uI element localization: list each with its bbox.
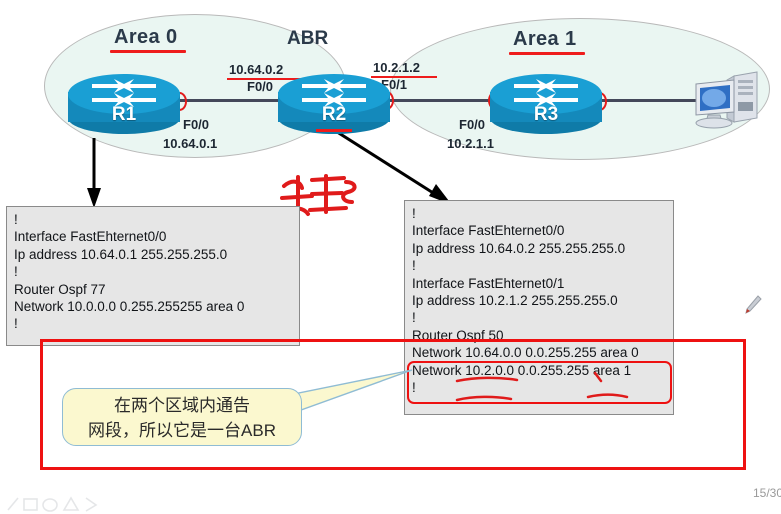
router-r1[interactable]: R1 bbox=[68, 74, 180, 134]
page-indicator: 15/30 bbox=[753, 486, 781, 500]
callout-pointer bbox=[290, 369, 413, 415]
router-r2-name-underline bbox=[316, 129, 352, 132]
config-line: Ip address 10.2.1.2 255.255.255.0 bbox=[412, 293, 618, 309]
config-line: ! bbox=[14, 316, 18, 332]
config-line: Network 10.0.0.0 0.255.255255 area 0 bbox=[14, 299, 245, 315]
label-r3-f00-name: F0/0 bbox=[459, 117, 486, 132]
triangle-tool-icon bbox=[62, 496, 80, 511]
config-line: ! bbox=[412, 258, 416, 274]
router-arrows-icon bbox=[92, 79, 156, 107]
label-r2-f01-ip-underline bbox=[371, 76, 437, 78]
workstation-icon bbox=[695, 71, 758, 129]
router-r2-name: R2 bbox=[321, 104, 347, 125]
area-0-title-underline bbox=[110, 50, 186, 53]
config-line: ! bbox=[14, 212, 18, 227]
link-r1-r2 bbox=[176, 99, 290, 102]
label-r3-f00-ip: 10.2.1.1 bbox=[447, 136, 494, 151]
callout-line-2: 网段，所以它是一台ABR bbox=[88, 421, 276, 440]
label-r1-f00-ip: 10.64.0.1 bbox=[163, 136, 218, 151]
router-arrows-icon bbox=[514, 79, 578, 107]
callout-line-1: 在两个区域内通告 bbox=[114, 396, 250, 415]
callout-bubble: 在两个区域内通告 网段，所以它是一台ABR bbox=[62, 388, 302, 446]
config-line: ! bbox=[412, 380, 416, 396]
link-r2-r3 bbox=[383, 99, 498, 102]
arrow-r2-to-config bbox=[333, 128, 452, 205]
router-r2-top bbox=[278, 74, 390, 114]
label-r2-f00-name: F0/0 bbox=[247, 79, 274, 94]
link-r3-pc bbox=[592, 99, 697, 102]
network-statements-highlight bbox=[407, 361, 672, 404]
drawing-tools-bar[interactable] bbox=[6, 496, 98, 514]
network-address-underlines bbox=[455, 371, 629, 402]
label-r2-f00-ip: 10.64.0.2 bbox=[229, 62, 284, 77]
label-r2-f00-ip-underline bbox=[227, 78, 303, 80]
config-line: ! bbox=[14, 264, 18, 280]
config-line: Interface FastEhternet0/1 bbox=[412, 275, 565, 291]
router-r3[interactable]: R3 bbox=[490, 74, 602, 134]
router-r1-top bbox=[68, 74, 180, 114]
router-r2[interactable]: R2 bbox=[278, 74, 390, 134]
router-r1-name: R1 bbox=[111, 104, 137, 125]
config-box-r1: ! Interface FastEhternet0/0 Ip address 1… bbox=[6, 206, 300, 346]
area-0-title: Area 0 bbox=[114, 26, 178, 48]
config-line: Ip address 10.64.0.2 255.255.255.0 bbox=[412, 240, 626, 256]
pen-tool-icon bbox=[7, 497, 19, 511]
area-1-title-underline bbox=[509, 52, 585, 55]
next-tool-icon bbox=[85, 497, 98, 512]
abr-explanation-highlight-box bbox=[40, 339, 746, 470]
rectangle-tool-icon bbox=[23, 498, 38, 511]
label-r1-f00-name: F0/0 bbox=[183, 117, 210, 132]
config-line: Network 10.64.0.0 0.0.255.255 area 0 bbox=[412, 345, 639, 361]
area-1-title: Area 1 bbox=[513, 28, 577, 50]
pen-cursor bbox=[745, 295, 762, 314]
config-line: Interface FastEhternet0/0 bbox=[14, 229, 167, 245]
config-line: Ip address 10.64.0.1 255.255.255.0 bbox=[14, 246, 228, 262]
router-r3-name: R3 bbox=[533, 104, 559, 125]
router-arrows-icon bbox=[302, 79, 366, 107]
arrow-r1-to-config bbox=[87, 138, 101, 208]
config-line: ! bbox=[412, 206, 416, 221]
ellipse-tool-icon bbox=[42, 498, 58, 512]
config-line: Interface FastEhternet0/0 bbox=[412, 223, 565, 239]
router-r3-top bbox=[490, 74, 602, 114]
label-r2-f01-ip: 10.2.1.2 bbox=[373, 60, 420, 75]
abr-label: ABR bbox=[287, 28, 329, 49]
config-line: Network 10.2.0.0 0.0.255.255 area 1 bbox=[412, 362, 632, 378]
config-line: ! bbox=[412, 310, 416, 326]
config-line: Router Ospf 77 bbox=[14, 281, 106, 297]
